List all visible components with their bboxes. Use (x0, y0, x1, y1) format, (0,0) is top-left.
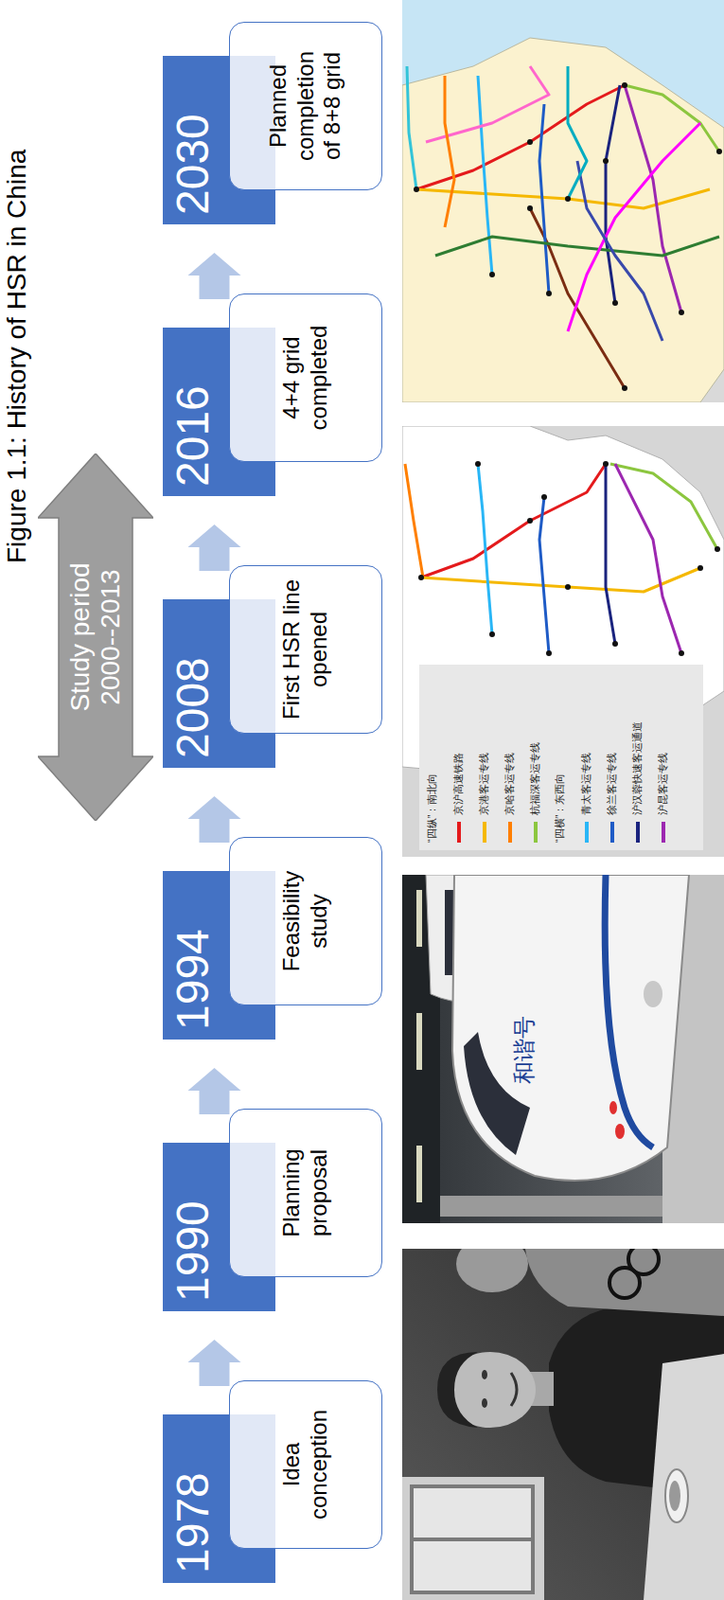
legend-text: 青太客运专线 (580, 752, 593, 815)
legend-row: 沪昆客运专线 (655, 752, 672, 843)
flow-arrow (188, 252, 242, 300)
legend-swatch (661, 821, 666, 843)
legend-swatch (610, 821, 615, 843)
double-arrow-outline (37, 453, 154, 821)
legend-swatch (508, 821, 513, 843)
legend-text: 沪汉蓉快速客运通道 (631, 721, 644, 815)
legend-swatch (533, 821, 538, 843)
legend-text: 徐兰客运专线 (605, 752, 619, 815)
event-box: 4+4 grid completed (229, 293, 383, 462)
legend-row: 京哈客运专线 (502, 752, 518, 843)
legend-row: 杭福深客运专线 (528, 741, 544, 843)
year-label: 1994 (166, 880, 219, 1030)
event-label: Planning proposal (278, 1116, 334, 1269)
event-label: Planned completion of 8+8 grid (264, 39, 347, 173)
event-box: First HSR line opened (229, 565, 383, 734)
year-label: 2008 (166, 608, 219, 759)
event-box: Feasibility study (229, 836, 383, 1006)
year-label: 1990 (166, 1151, 219, 1302)
legend-text: 杭福深客运专线 (529, 741, 542, 815)
train-lettering: 和谐号 (511, 1015, 539, 1084)
flow-arrow (188, 524, 242, 571)
figure-title: Figure 1.1: History of HSR in China (1, 149, 33, 564)
event-label: Feasibility study (278, 845, 334, 997)
flow-arrow (188, 1067, 242, 1114)
flow-arrow (188, 795, 242, 843)
map-8x8 (402, 0, 724, 403)
legend-swatch (635, 821, 640, 843)
year-label: 2016 (166, 336, 219, 487)
legend-row: 京港客运专线 (476, 752, 493, 843)
legend-text: 京港客运专线 (477, 752, 491, 815)
year-label: 1978 (166, 1423, 219, 1573)
event-box: Idea conception (229, 1379, 383, 1549)
train-photo (402, 874, 724, 1223)
event-box: Planning proposal (229, 1108, 383, 1277)
legend-swatch (584, 821, 589, 843)
year-label: 2030 (166, 65, 219, 215)
legend-row: 京沪高速铁路 (451, 752, 467, 843)
map-4x4 (402, 425, 724, 857)
bw-photo (402, 1248, 724, 1600)
period-double-arrow: Study period 2000--2013 (37, 453, 154, 821)
legend-row: 青太客运专线 (579, 752, 595, 843)
legend-row: 沪汉蓉快速客运通道 (630, 721, 646, 843)
legend-heading: “四纵”：南北向 (425, 773, 439, 843)
legend-swatch (457, 821, 461, 843)
flow-arrow (188, 1339, 242, 1386)
legend-swatch (482, 821, 487, 843)
event-box: Planned completion of 8+8 grid (229, 21, 383, 191)
legend-text: 京哈客运专线 (503, 752, 516, 815)
legend-text: 京沪高速铁路 (452, 752, 465, 815)
event-label: 4+4 grid completed (278, 301, 334, 454)
period-label: Study period 2000--2013 (65, 542, 126, 732)
event-label: Idea conception (278, 1388, 334, 1540)
legend-text: 沪昆客运专线 (656, 752, 670, 815)
legend-heading: “四横”：东西向 (553, 773, 566, 843)
legend-row: 徐兰客运专线 (604, 752, 620, 843)
event-label: First HSR line opened (278, 573, 334, 725)
